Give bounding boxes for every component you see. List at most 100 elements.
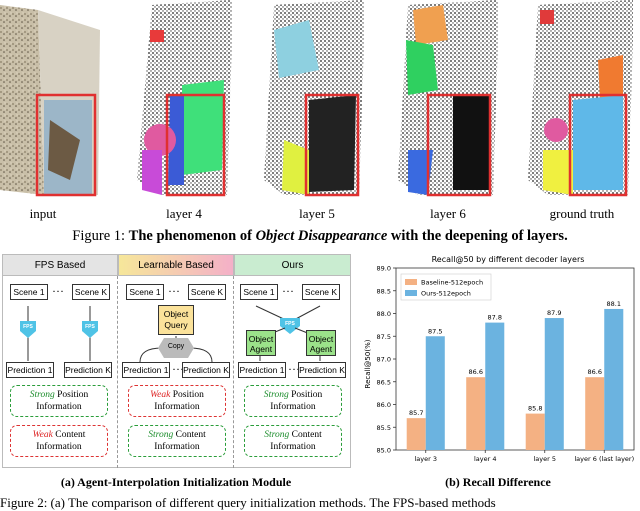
object-query-box: Object Query xyxy=(158,305,194,335)
fps-position-info: Strong Position Information xyxy=(10,385,108,417)
layer6-pointcloud-image xyxy=(398,0,498,197)
bar-ours-512epoch xyxy=(485,322,505,450)
bar-value-label: 85.7 xyxy=(409,409,423,417)
fps-label: FPS xyxy=(23,324,33,330)
figure1-caption-prefix: Figure 1: xyxy=(72,228,126,244)
ours-position-strength: Strong xyxy=(263,390,289,400)
learn-position-text: Position xyxy=(172,390,204,400)
legend-swatch xyxy=(405,290,417,296)
object-agent-box-1: Object Agent xyxy=(246,330,276,356)
y-tick-label: 89.0 xyxy=(377,265,391,273)
ours-content-text2: Information xyxy=(270,442,316,452)
y-tick-label: 87.5 xyxy=(377,333,391,341)
copy-label: Copy xyxy=(167,343,185,350)
bar-baseline-512epoch xyxy=(525,413,545,450)
bar-value-label: 86.6 xyxy=(587,368,601,376)
learn-content-text: Content xyxy=(175,430,206,440)
learn-position-info: Weak Position Information xyxy=(128,385,226,417)
fps-position-text: Position xyxy=(57,390,89,400)
recall-bar-chart: Recall@50 by different decoder layers Re… xyxy=(364,255,635,463)
learn-scene1-box: Scene 1 xyxy=(126,284,164,300)
diagram-arrows xyxy=(20,305,321,363)
legend-label: Ours-512epoch xyxy=(421,290,471,298)
bar-baseline-512epoch xyxy=(585,377,605,450)
fps-content-text2: Information xyxy=(36,442,82,452)
column-header-ours: Ours xyxy=(234,254,351,276)
chart-title: Recall@50 by different decoder layers xyxy=(432,255,585,264)
chart-bars: 85.787.586.687.885.887.986.688.1 xyxy=(406,300,624,450)
chart-ylabel: Recall@50(%) xyxy=(364,339,372,388)
ours-position-text2: Information xyxy=(270,402,316,412)
label-layer6: layer 6 xyxy=(430,206,466,221)
subcaption-a: (a) Agent-Interpolation Initialization M… xyxy=(60,475,292,489)
figure1-caption-bold1: The phenomenon of xyxy=(128,228,252,244)
figure1-caption-bold2: with the deepening of layers. xyxy=(390,228,568,244)
column-header-learnable: Learnable Based xyxy=(118,254,234,276)
object-agent2-line2: Agent xyxy=(309,344,333,354)
fps-content-info: Weak Content Information xyxy=(10,425,108,457)
fps-position-strength: Strong xyxy=(29,390,55,400)
learn-ellipsis: ··· xyxy=(168,284,180,298)
learn-content-info: Strong Content Information xyxy=(128,425,226,457)
bar-value-label: 87.9 xyxy=(547,309,561,317)
y-tick-label: 88.5 xyxy=(377,287,391,295)
x-tick-label: layer 6 (last layer) xyxy=(574,455,634,463)
bar-baseline-512epoch xyxy=(466,377,486,450)
bar-value-label: 88.1 xyxy=(607,300,621,308)
ours-scene1-box: Scene 1 xyxy=(240,284,278,300)
figure2-caption: Figure 2: (a) The comparison of differen… xyxy=(0,495,496,510)
y-tick-label: 86.0 xyxy=(377,401,391,409)
learn-position-text2: Information xyxy=(154,402,200,412)
object-agent2-line1: Object xyxy=(308,334,334,344)
column-divider xyxy=(233,276,235,468)
learn-content-strength: Strong xyxy=(148,430,174,440)
chart-axes: 85.085.586.086.587.087.588.088.589.0laye… xyxy=(377,265,635,463)
y-tick-label: 85.5 xyxy=(377,424,391,432)
fps-predictionk-box: Prediction K xyxy=(64,362,112,378)
ours-prediction1-box: Prediction 1 xyxy=(238,362,286,378)
legend-label: Baseline-512epoch xyxy=(421,279,483,287)
bar-ours-512epoch xyxy=(425,336,445,450)
layer4-pointcloud-image xyxy=(137,0,232,197)
bar-value-label: 86.6 xyxy=(468,368,482,376)
label-layer4: layer 4 xyxy=(166,206,202,221)
y-tick-label: 86.5 xyxy=(377,378,391,386)
fps-content-text: Content xyxy=(55,430,86,440)
column-header-fps: FPS Based xyxy=(2,254,118,276)
y-tick-label: 87.0 xyxy=(377,356,391,364)
bar-ours-512epoch xyxy=(544,318,564,450)
fps-scene1-box: Scene 1 xyxy=(10,284,48,300)
object-agent1-line2: Agent xyxy=(249,344,273,354)
label-layer5: layer 5 xyxy=(299,206,335,221)
layer5-pointcloud-image xyxy=(264,0,364,197)
ours-ellipsis: ··· xyxy=(282,284,294,298)
learn-scenek-box: Scene K xyxy=(188,284,226,300)
learn-prediction1-box: Prediction 1 xyxy=(122,362,170,378)
fps-prediction1-box: Prediction 1 xyxy=(6,362,54,378)
object-query-line1: Object xyxy=(163,309,189,319)
y-tick-label: 88.0 xyxy=(377,310,391,318)
figure1-caption: Figure 1: The phenomenon of Object Disap… xyxy=(0,228,640,245)
ours-content-strength: Strong xyxy=(264,430,290,440)
fps-label: FPS xyxy=(85,324,95,330)
object-query-line2: Query xyxy=(164,320,188,330)
bar-value-label: 85.8 xyxy=(528,405,542,413)
groundtruth-pointcloud-image xyxy=(528,0,633,197)
subcaption-b: (b) Recall Difference xyxy=(445,475,551,489)
label-ground-truth: ground truth xyxy=(549,206,615,221)
x-tick-label: layer 3 xyxy=(414,455,437,463)
object-agent-box-2: Object Agent xyxy=(306,330,336,356)
object-agent1-line1: Object xyxy=(248,334,274,344)
ours-content-info: Strong Content Information xyxy=(244,425,342,457)
ours-position-info: Strong Position Information xyxy=(244,385,342,417)
learn-position-strength: Weak xyxy=(150,390,171,400)
learn-ellipsis-2: ··· xyxy=(172,362,184,376)
ours-content-text: Content xyxy=(291,430,322,440)
fps-content-strength: Weak xyxy=(32,430,53,440)
fps-ellipsis: ··· xyxy=(52,284,64,298)
x-tick-label: layer 5 xyxy=(533,455,556,463)
legend-swatch xyxy=(405,279,417,285)
ours-predictionk-box: Prediction K xyxy=(298,362,346,378)
bar-value-label: 87.5 xyxy=(428,327,442,335)
